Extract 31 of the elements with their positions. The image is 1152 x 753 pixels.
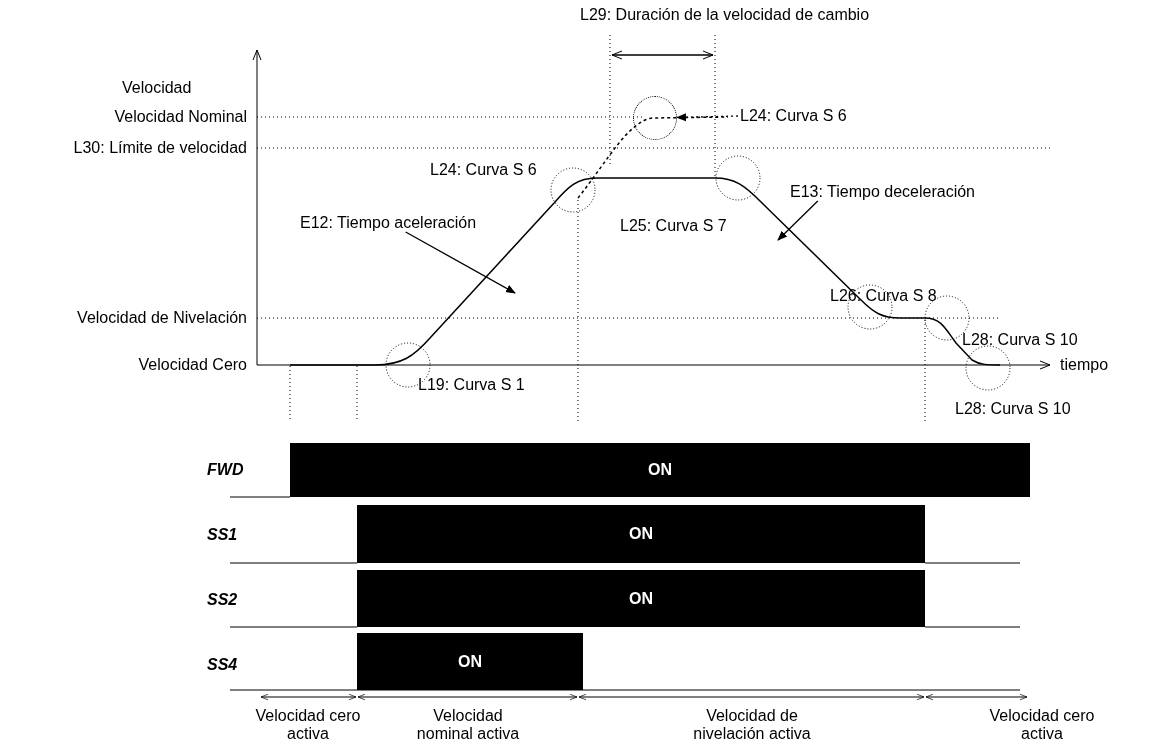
annotation-text: Velocidad Cero: [138, 355, 247, 375]
signal-name: SS4: [207, 655, 238, 675]
annotation-text: E13: Tiempo deceleración: [790, 183, 975, 201]
leader-arrow: [777, 200, 819, 241]
signal-name: FWD: [207, 460, 244, 480]
signal-name: SS2: [207, 590, 238, 610]
interval-label: Velocidad cero activa: [988, 707, 1096, 744]
interval-label: Velocidad de nivelación activa: [692, 707, 812, 744]
signal-on-bar: ON: [357, 633, 583, 690]
signal-on-bar: ON: [357, 505, 925, 563]
interval-label: Velocidad nominal activa: [415, 707, 521, 744]
annotation-text: L26: Curva S 8: [830, 286, 937, 306]
signal-on-bar: ON: [357, 570, 925, 627]
annotation-text: L30: Límite de velocidad: [73, 138, 247, 158]
annotation-text: L25: Curva S 7: [620, 216, 727, 236]
annotation-text: E12: Tiempo aceleración: [300, 214, 477, 232]
annotation-text: L24: Curva S 6: [430, 160, 537, 180]
annotation-text: L28: Curva S 10: [962, 330, 1078, 350]
annotation-text: L29: Duración de la velocidad de cambio: [580, 5, 870, 25]
annotation-text: L24: Curva S 6: [740, 107, 847, 125]
interval-label: Velocidad cero activa: [254, 707, 362, 744]
annotation-text: Velocidad de Nivelación: [77, 308, 247, 328]
annotation-text: Velocidad Nominal: [114, 107, 247, 127]
annotation-text: L28: Curva S 10: [955, 399, 1071, 419]
annotation-text: tiempo: [1060, 355, 1109, 375]
annotation-text: L19: Curva S 1: [418, 375, 525, 395]
leader-arrow: [405, 231, 516, 294]
annotation-text: Velocidad: [122, 78, 192, 98]
signal-name: SS1: [207, 525, 238, 545]
signal-on-bar: ON: [290, 443, 1030, 497]
leader-arrow: [676, 113, 739, 122]
